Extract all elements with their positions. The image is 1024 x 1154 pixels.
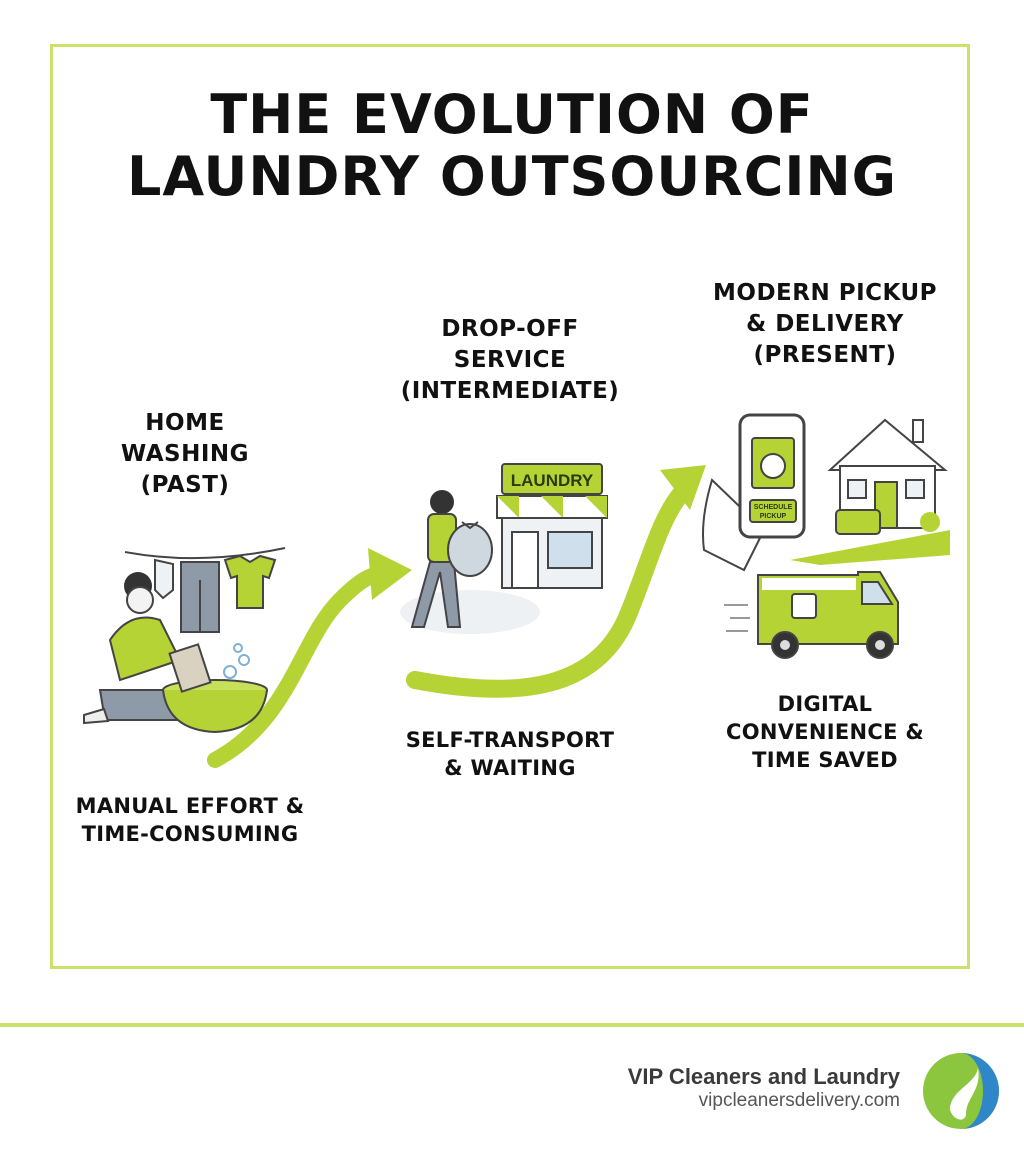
home-washing-illustration: [83, 547, 286, 734]
drop-off-illustration: LAUNDRY: [400, 463, 608, 634]
stage-drop-off-note: SELF-TRANSPORT & WAITING: [405, 728, 615, 780]
modern-delivery-illustration: SCHEDULE PICKUP: [702, 413, 950, 659]
stage-modern-delivery-note: DIGITAL CONVENIENCE & TIME SAVED: [725, 692, 925, 772]
progress-arrow-2: [406, 465, 706, 698]
schedule-text: SCHEDULE: [754, 504, 793, 511]
brand-name[interactable]: VIP Cleaners and Laundry: [627, 1064, 900, 1089]
content-frame: [50, 44, 970, 969]
brand-url[interactable]: vipcleanersdelivery.com: [698, 1090, 900, 1111]
stage-home-washing-label: HOME WASHING (PAST): [120, 410, 250, 498]
pickup-text: PICKUP: [760, 513, 787, 520]
stage-home-washing-note: MANUAL EFFORT & TIME-CONSUMING: [75, 794, 305, 846]
brand-logo-icon[interactable]: [920, 1050, 1002, 1132]
title-line-2: LAUNDRY OUTSOURCING: [127, 145, 897, 208]
stage-modern-delivery-label: MODERN PICKUP & DELIVERY (PRESENT): [713, 280, 937, 368]
title-line-1: THE EVOLUTION OF: [210, 83, 814, 146]
progress-arrow-1: [207, 548, 412, 768]
stage-drop-off-label: DROP-OFF SERVICE (INTERMEDIATE): [400, 316, 620, 404]
page-title: THE EVOLUTION OF LAUNDRY OUTSOURCING: [0, 84, 1024, 208]
footer-divider: [0, 1023, 1024, 1027]
shop-sign-text: LAUNDRY: [511, 471, 594, 490]
